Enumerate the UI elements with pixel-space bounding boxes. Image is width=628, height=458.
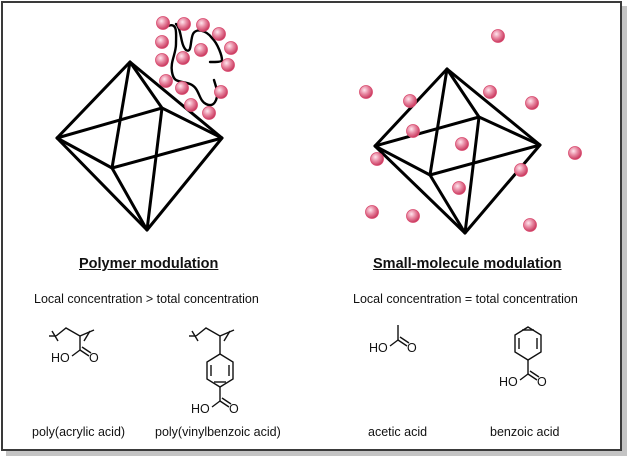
oxygen-label: O bbox=[89, 351, 99, 365]
sphere-icon bbox=[455, 137, 469, 151]
sphere-icon bbox=[155, 35, 169, 49]
small-molecule-panel-heading: Small-molecule modulation bbox=[373, 256, 562, 272]
sphere-icon bbox=[359, 85, 373, 99]
sphere-icon bbox=[491, 29, 505, 43]
molecule-name: acetic acid bbox=[368, 425, 428, 439]
sphere-icon bbox=[483, 85, 497, 99]
sphere-icon bbox=[176, 51, 190, 65]
sphere-icon bbox=[214, 85, 228, 99]
oxygen-label: O bbox=[407, 341, 417, 355]
sphere-icon bbox=[212, 27, 226, 41]
figure-frame bbox=[1, 1, 622, 451]
sphere-icon bbox=[155, 53, 169, 67]
sphere-icon bbox=[370, 152, 384, 166]
hydroxyl-label: HO bbox=[499, 375, 518, 389]
hydroxyl-label: HO bbox=[369, 341, 388, 355]
sphere-icon bbox=[175, 81, 189, 95]
sphere-icon bbox=[525, 96, 539, 110]
poly-vinylbenzoic-acid-structure bbox=[189, 327, 235, 408]
hydroxyl-label: HO bbox=[191, 402, 210, 416]
octahedron-icon bbox=[55, 60, 224, 232]
polymer-panel-heading: Polymer modulation bbox=[79, 256, 219, 272]
sphere-icon bbox=[156, 16, 170, 30]
hydroxyl-label: HO bbox=[51, 351, 70, 365]
sphere-icon bbox=[406, 209, 420, 223]
small-molecule-concentration-relation: Local concentration = total concentratio… bbox=[353, 292, 578, 306]
octahedron-icon bbox=[373, 67, 542, 235]
sphere-icon bbox=[514, 163, 528, 177]
benzoic-acid-structure bbox=[514, 326, 542, 381]
molecule-name: poly(vinylbenzoic acid) bbox=[155, 425, 281, 439]
sphere-icon bbox=[523, 218, 537, 232]
polymer-bound-modulators bbox=[155, 16, 238, 120]
acetic-acid-structure bbox=[389, 325, 410, 347]
free-modulators bbox=[359, 29, 582, 232]
sphere-icon bbox=[184, 98, 198, 112]
poly-acrylic-acid-structure bbox=[49, 327, 95, 357]
sphere-icon bbox=[224, 41, 238, 55]
sphere-icon bbox=[221, 58, 235, 72]
oxygen-label: O bbox=[229, 402, 239, 416]
oxygen-label: O bbox=[537, 375, 547, 389]
sphere-icon bbox=[406, 124, 420, 138]
sphere-icon bbox=[177, 17, 191, 31]
sphere-icon bbox=[202, 106, 216, 120]
sphere-icon bbox=[194, 43, 208, 57]
sphere-icon bbox=[403, 94, 417, 108]
molecule-name: poly(acrylic acid) bbox=[32, 425, 126, 439]
sphere-icon bbox=[196, 18, 210, 32]
sphere-icon bbox=[365, 205, 379, 219]
sphere-icon bbox=[452, 181, 466, 195]
sphere-icon bbox=[159, 74, 173, 88]
polymer-concentration-relation: Local concentration > total concentratio… bbox=[34, 292, 259, 306]
sphere-icon bbox=[568, 146, 582, 160]
molecule-name: benzoic acid bbox=[490, 425, 560, 439]
